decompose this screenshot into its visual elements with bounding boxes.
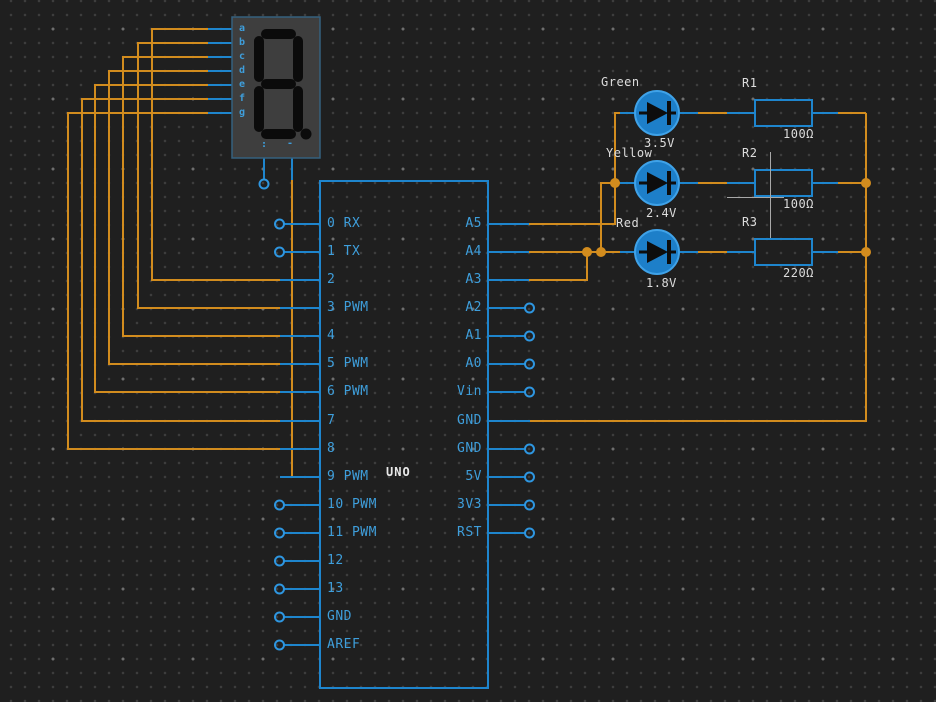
wire-seg-c-to-pin4[interactable] bbox=[122, 56, 280, 337]
uno-label: UNO bbox=[386, 465, 411, 479]
resistor-r3-value: 220Ω bbox=[783, 266, 814, 280]
terminal-uno-1tx[interactable] bbox=[274, 246, 285, 258]
seven-segment-display[interactable] bbox=[231, 16, 321, 159]
led-green-label: Green bbox=[601, 75, 640, 89]
seg-pin-label-e: e bbox=[239, 79, 246, 90]
seven-segment-digit bbox=[254, 29, 303, 139]
terminal-uno-5v[interactable] bbox=[524, 471, 535, 483]
uno-pin-label-1tx: 1 TX bbox=[327, 244, 361, 259]
junction-a3-a4 bbox=[582, 247, 592, 257]
uno-pin-label-4: 4 bbox=[327, 328, 336, 343]
uno-pin-label-2: 2 bbox=[327, 272, 336, 287]
terminal-uno-rst[interactable] bbox=[524, 527, 535, 539]
wire-a5-to-green-led[interactable] bbox=[529, 112, 620, 225]
terminal-uno-a1[interactable] bbox=[524, 330, 535, 342]
uno-pin-label-9: 9 PWM bbox=[327, 469, 369, 484]
uno-pin-label-12: 12 bbox=[327, 553, 344, 568]
resistor-r2-body[interactable] bbox=[754, 169, 813, 197]
junction-rail-r2 bbox=[861, 178, 871, 188]
terminal-uno-gnd-l[interactable] bbox=[274, 611, 285, 623]
seg-pin-label-f: f bbox=[239, 93, 246, 104]
led-green-voltage: 3.5V bbox=[644, 136, 675, 150]
uno-pin-label-a2: A2 bbox=[465, 300, 482, 315]
resistor-r1-value: 100Ω bbox=[783, 127, 814, 141]
uno-pin-label-rst: RST bbox=[457, 525, 482, 540]
seg-pin-label-common: - bbox=[287, 138, 294, 149]
resistor-r3-body[interactable] bbox=[754, 238, 813, 266]
diode-symbol bbox=[639, 240, 676, 264]
wire-seg-f-to-pin7[interactable] bbox=[81, 98, 280, 422]
terminal-uno-a2[interactable] bbox=[524, 302, 535, 314]
uno-pin-label-vin: Vin bbox=[457, 384, 482, 399]
seven-segment-decimal-point bbox=[300, 128, 312, 140]
wire-seg-d-to-pin5[interactable] bbox=[108, 70, 280, 365]
uno-pin-label-5v: 5V bbox=[465, 469, 482, 484]
junction-yellow-anode bbox=[610, 178, 620, 188]
led-red-label: Red bbox=[616, 216, 640, 230]
seg-pin-label-c: c bbox=[239, 51, 246, 62]
diode-symbol bbox=[639, 171, 676, 195]
uno-pin-label-13: 13 bbox=[327, 581, 344, 596]
wire-seg-g-to-pin8[interactable] bbox=[67, 112, 280, 450]
uno-pin-label-7: 7 bbox=[327, 413, 336, 428]
uno-pin-label-a1: A1 bbox=[465, 328, 482, 343]
uno-pin-label-3: 3 PWM bbox=[327, 300, 369, 315]
uno-pin-label-8: 8 bbox=[327, 441, 336, 456]
led-red[interactable] bbox=[634, 229, 680, 275]
terminal-uno-11[interactable] bbox=[274, 527, 285, 539]
terminal-uno-3v3[interactable] bbox=[524, 499, 535, 511]
junction-a4-riser bbox=[596, 247, 606, 257]
uno-pin-label-a3: A3 bbox=[465, 272, 482, 287]
uno-pin-label-a5: A5 bbox=[465, 216, 482, 231]
terminal-uno-a0[interactable] bbox=[524, 358, 535, 370]
seg-pin-label-g: g bbox=[239, 107, 246, 118]
terminal-uno-12[interactable] bbox=[274, 555, 285, 567]
seg-pin-label-d: d bbox=[239, 65, 246, 76]
wire-seg-b-to-pin3[interactable] bbox=[137, 42, 280, 309]
terminal-uno-vin[interactable] bbox=[524, 386, 535, 398]
resistor-r1-body[interactable] bbox=[754, 99, 813, 127]
uno-pin-label-3v3: 3V3 bbox=[457, 497, 482, 512]
terminal-uno-13[interactable] bbox=[274, 583, 285, 595]
uno-pin-label-gnd2: GND bbox=[457, 441, 482, 456]
uno-pin-label-a0: A0 bbox=[465, 356, 482, 371]
resistor-r2-value: 100Ω bbox=[783, 197, 814, 211]
crosshair-cursor bbox=[727, 152, 784, 238]
terminal-uno-aref[interactable] bbox=[274, 639, 285, 651]
seg-pin-label-b: b bbox=[239, 37, 246, 48]
uno-pin-label-gnd-l: GND bbox=[327, 609, 352, 624]
uno-pin-label-0rx: 0 RX bbox=[327, 216, 361, 231]
terminal-uno-10[interactable] bbox=[274, 499, 285, 511]
resistor-r2-label: R2 bbox=[742, 146, 758, 160]
led-red-voltage: 1.8V bbox=[646, 276, 677, 290]
uno-pin-label-5: 5 PWM bbox=[327, 356, 369, 371]
uno-pin-label-gnd1: GND bbox=[457, 413, 482, 428]
uno-pin-label-10: 10 PWM bbox=[327, 497, 377, 512]
resistor-r3-label: R3 bbox=[742, 215, 758, 229]
uno-pin-label-a4: A4 bbox=[465, 244, 482, 259]
led-green[interactable] bbox=[634, 90, 680, 136]
terminal-uno-gnd2[interactable] bbox=[524, 443, 535, 455]
diode-symbol bbox=[639, 101, 676, 125]
led-yellow-label: Yellow bbox=[606, 146, 653, 160]
junction-rail-r3 bbox=[861, 247, 871, 257]
terminal-uno-0rx[interactable] bbox=[274, 218, 285, 230]
wire-rail-to-gnd[interactable] bbox=[530, 113, 867, 422]
seg-pin-label-a: a bbox=[239, 23, 246, 34]
uno-body[interactable] bbox=[319, 180, 489, 689]
led-yellow-voltage: 2.4V bbox=[646, 206, 677, 220]
terminal-seg-colon[interactable] bbox=[258, 178, 270, 190]
led-yellow[interactable] bbox=[634, 160, 680, 206]
wire-seg-e-to-pin6[interactable] bbox=[94, 84, 280, 393]
wire-seg-a-to-pin2[interactable] bbox=[151, 28, 280, 281]
resistor-r1-label: R1 bbox=[742, 76, 758, 90]
seg-pin-label-colon: : bbox=[261, 139, 268, 150]
wire-a3-junction[interactable] bbox=[529, 252, 588, 281]
uno-pin-label-6: 6 PWM bbox=[327, 384, 369, 399]
uno-pin-label-aref: AREF bbox=[327, 637, 361, 652]
uno-pin-label-11: 11 PWM bbox=[327, 525, 377, 540]
